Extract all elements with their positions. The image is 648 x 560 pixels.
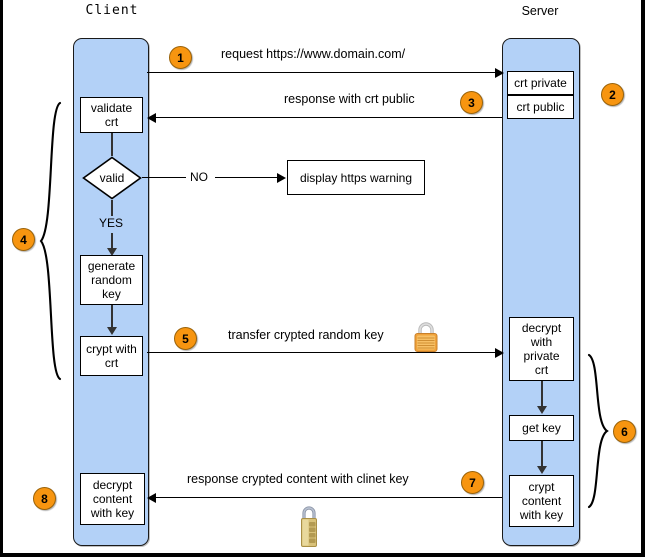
combination-padlock-icon [301,506,317,547]
message-label-3: transfer crypted random key [228,328,384,342]
message-arrowhead-3 [495,348,504,358]
box-display-https-warning-label: display https warning [299,170,413,185]
branch-yes-line-lower [111,233,113,250]
server-box-crypt-content-line2: content [521,494,562,508]
client-decision-valid: valid [82,156,142,200]
message-arrowhead-2 [147,113,156,123]
actor-label-server: Server [521,4,559,18]
message-arrowhead-4 [147,493,156,503]
server-box-get-key: get key [509,415,574,441]
badge-step-6: 6 [613,420,636,443]
message-line-2 [151,117,502,119]
connector-decrypt-to-getkey [541,381,543,409]
badge-step-3: 3 [460,91,483,114]
message-arrowhead-1 [495,68,504,78]
connector-getkey-to-crypt [541,441,543,469]
branch-no-arrowhead [277,173,286,183]
server-box-crt-public: crt public [507,95,574,119]
connector-getkey-to-crypt-arrowhead [537,466,547,474]
badge-step-8: 8 [33,487,56,510]
branch-no-line-right [215,177,277,179]
connector-validate-to-decision [111,133,113,156]
branch-yes-arrowhead [107,248,117,256]
branch-no-line-left [142,177,186,179]
server-box-decrypt-line4: crt [534,363,549,377]
brace-step-4-icon [39,101,62,381]
server-box-crypt-content-line1: crypt [528,480,555,494]
badge-step-4: 4 [12,228,35,251]
server-box-crt-private: crt private [507,71,574,95]
message-line-1 [147,72,499,74]
client-box-generate-random-key-line1: generate [87,259,136,273]
branch-no-label: NO [190,170,208,184]
badge-step-5: 5 [174,327,197,350]
connector-generate-to-crypt [111,305,113,329]
client-box-generate-random-key-line2: random [91,273,132,287]
diamond-shape-icon [82,156,142,200]
badge-step-7: 7 [461,471,484,494]
connector-generate-to-crypt-arrowhead [107,327,117,335]
badge-step-2: 2 [601,83,624,106]
client-box-decrypt-content-line3: with key [90,506,135,520]
connector-decrypt-to-getkey-arrowhead [537,406,547,414]
message-line-4 [151,497,502,499]
server-box-crypt-content-line3: with key [519,508,564,522]
message-label-4: response crypted content with clinet key [187,472,409,486]
frame-left-border [0,0,3,557]
badge-step-1: 1 [169,46,192,69]
server-box-decrypt-line3: private [523,349,560,363]
client-box-decrypt-content-with-key: decrypt content with key [80,473,145,525]
padlock-icon [414,322,438,352]
server-box-crypt-content-with-key: crypt content with key [509,475,574,527]
actor-label-client: Client [85,3,139,18]
message-line-3 [147,352,499,354]
client-box-validate-crt-line1: validate [90,101,133,115]
branch-yes-label: YES [99,216,124,230]
client-box-validate-crt: validate crt [80,97,143,133]
server-box-decrypt-line1: decrypt [521,321,562,335]
client-box-decrypt-content-line2: content [92,492,133,506]
frame-right-border [641,0,645,557]
frame-bottom-border [0,553,645,557]
message-label-1: request https://www.domain.com/ [221,47,406,61]
server-box-decrypt-with-private-crt: decrypt with private crt [509,317,574,381]
brace-step-6-icon [587,353,609,509]
client-box-crypt-with-crt-line1: crypt with [86,342,137,356]
server-box-crt-public-label: crt public [516,100,565,114]
box-display-https-warning: display https warning [287,160,425,195]
message-label-2: response with crt public [284,92,415,106]
client-box-crypt-with-crt-line2: crt [104,356,119,370]
server-box-decrypt-line2: with [530,335,553,349]
client-box-validate-crt-line2: crt [104,115,119,129]
server-box-get-key-label: get key [522,421,561,435]
server-box-crt-private-label: crt private [514,76,567,90]
client-decision-valid-label: valid [99,171,125,185]
client-box-generate-random-key: generate random key [80,255,143,305]
client-box-crypt-with-crt: crypt with crt [80,336,143,376]
branch-yes-line-upper [111,200,113,216]
client-box-decrypt-content-line1: decrypt [92,478,133,492]
client-box-generate-random-key-line3: key [102,287,121,301]
